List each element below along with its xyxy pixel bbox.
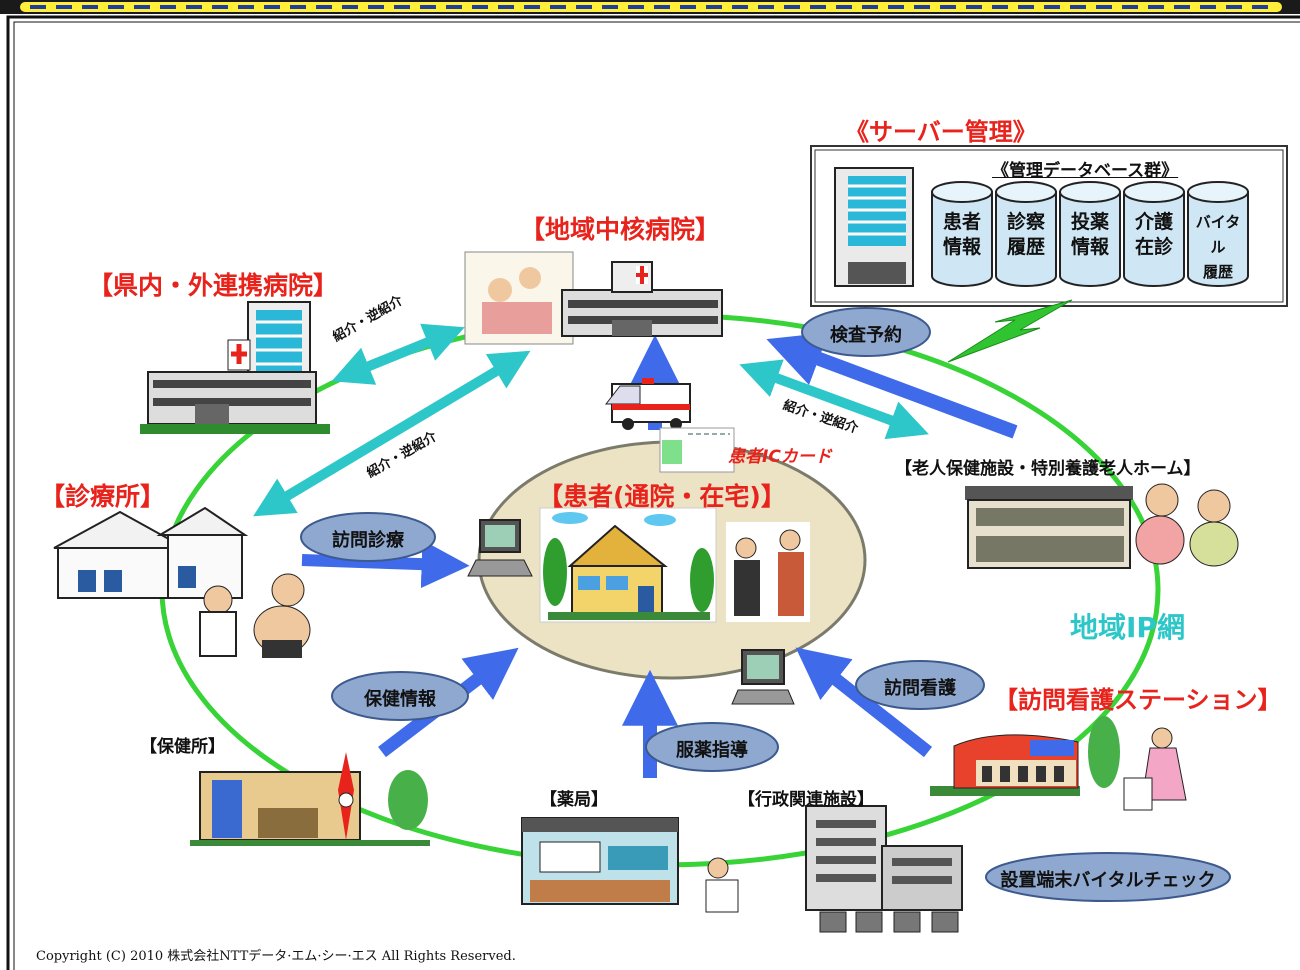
- partner-hospital-illustration: [140, 301, 330, 434]
- outer-frame: [6, 15, 1300, 970]
- visit-nursing-oval: [855, 660, 985, 710]
- database-label-line1: バイタル: [1195, 213, 1241, 256]
- clinic-illustration: [53, 506, 311, 658]
- database-label-line2: 履歴: [1202, 263, 1233, 281]
- db-group-title: 《管理データベース群》: [992, 161, 1179, 181]
- admin-facility-illustration: [805, 805, 963, 933]
- exam-booking-arrow: [766, 332, 1018, 439]
- server-building-icon: [834, 167, 914, 287]
- database-label: 介護在診: [1126, 210, 1182, 260]
- health-info-text: 保健情報: [364, 689, 436, 710]
- visit-nursing-arrow: [795, 647, 933, 758]
- patient-home-illustration: [539, 507, 810, 623]
- computer-icon: [731, 649, 795, 705]
- referral-arrow-partner: [331, 323, 465, 385]
- inner-frame: [13, 21, 1300, 970]
- pharmacy-label: 【薬局】: [540, 790, 608, 810]
- copyright-text: Copyright (C) 2010 株式会社NTTデータ·エム·シー·エス A…: [36, 949, 516, 964]
- ambulance-illustration: [604, 378, 691, 430]
- database-cylinder: [1187, 181, 1249, 287]
- database-label-line1: 患者: [942, 211, 981, 233]
- patient-label: 【患者(通院・在宅)】: [538, 482, 786, 511]
- partner-hospital-label: 【県内・外連携病院】: [88, 271, 339, 300]
- server-title: 《サーバー管理》: [845, 118, 1037, 146]
- database-group: [931, 181, 1249, 287]
- referral-arrow-clinic: [253, 350, 531, 517]
- nursing-station-label: 【訪問看護ステーション】: [994, 686, 1282, 714]
- nursing-station-illustration: [930, 716, 1187, 811]
- database-cylinder: [931, 181, 993, 287]
- database-label-line2: 在診: [1134, 236, 1173, 258]
- database-label: バイタル履歴: [1190, 210, 1246, 285]
- network-label: 地域IP網: [1070, 611, 1185, 644]
- terminal-vital-text: 設置端末バイタルチェック: [1000, 870, 1216, 891]
- top-banner: [0, 0, 1300, 14]
- database-cylinder: [995, 181, 1057, 287]
- exam-booking-text: 検査予約: [830, 325, 902, 346]
- health-center-label: 【保健所】: [140, 737, 225, 757]
- terminal-vital-oval: [985, 852, 1231, 902]
- home-visit-arrow: [301, 540, 470, 589]
- database-label: 投薬情報: [1062, 210, 1118, 260]
- home-visit-text: 訪問診療: [332, 530, 404, 551]
- database-label-line1: 投薬: [1070, 211, 1109, 233]
- computer-icon: [467, 519, 533, 577]
- ic-card-label: 患者ICカード: [728, 447, 832, 467]
- database-label-line2: 情報: [942, 236, 981, 258]
- health-center-illustration: [190, 752, 430, 846]
- pharmacy-illustration: [521, 817, 739, 913]
- wireless-bolt-icon: [947, 299, 1073, 363]
- admin-facility-label: 【行政関連施設】: [738, 790, 874, 810]
- database-cylinder: [1059, 181, 1121, 287]
- core-hospital-illustration: [464, 251, 723, 345]
- elderly-facility-label: 【老人保健施設・特別養護老人ホーム】: [895, 459, 1201, 479]
- database-label-line2: 履歴: [1006, 236, 1045, 258]
- home-visit-oval: [300, 512, 436, 562]
- core-hospital-label: 【地域中核病院】: [520, 215, 721, 244]
- medication-text: 服薬指導: [676, 740, 748, 761]
- database-label: 診察履歴: [998, 210, 1054, 260]
- elderly-facility-illustration: [965, 483, 1239, 569]
- clinic-label: 【診療所】: [40, 482, 166, 511]
- database-label-line1: 介護: [1134, 211, 1173, 233]
- database-label-line2: 情報: [1070, 236, 1109, 258]
- visit-nursing-text: 訪問看護: [884, 678, 956, 699]
- medication-oval: [645, 722, 779, 772]
- health-info-oval: [331, 671, 469, 721]
- database-label-line1: 診察: [1006, 211, 1045, 233]
- server-panel: [810, 145, 1288, 307]
- database-cylinder: [1123, 181, 1185, 287]
- ic-card-illustration: [659, 427, 735, 473]
- database-label: 患者情報: [934, 210, 990, 260]
- exam-booking-oval: [801, 307, 931, 357]
